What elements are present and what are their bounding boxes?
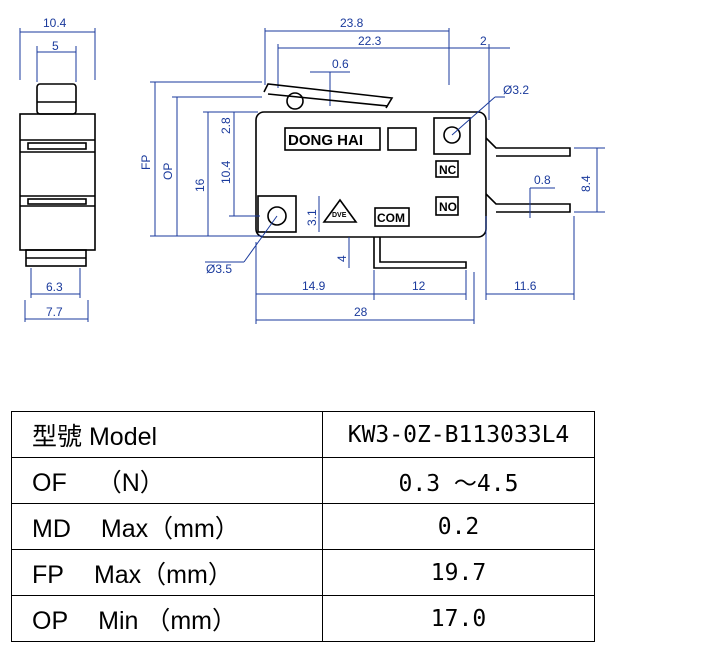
dim-10-4: 10.4 xyxy=(219,160,233,184)
dim-dia-3-2: Ø3.2 xyxy=(503,83,529,97)
fp-label: FP xyxy=(139,155,153,170)
dim-28: 28 xyxy=(354,305,368,319)
table-row: FP Max（mm） 19.7 xyxy=(11,549,595,596)
dim-10-4-top: 10.4 xyxy=(43,16,67,30)
spec-label-cell: OF （N） xyxy=(11,457,323,504)
com-label: COM xyxy=(377,211,405,225)
dim-2-8: 2.8 xyxy=(219,117,233,134)
front-view: 23.8 22.3 2 0.6 DONG HAI NC NO COM D xyxy=(139,16,605,324)
dim-4: 4 xyxy=(335,255,349,262)
side-view: 10.4 5 6.3 7.7 xyxy=(19,16,96,322)
dim-12: 12 xyxy=(412,279,426,293)
dim-14-9: 14.9 xyxy=(302,279,326,293)
dim-7-7: 7.7 xyxy=(46,305,63,319)
spec-label-main: OF xyxy=(32,468,67,497)
dim-0-6: 0.6 xyxy=(332,57,349,71)
dim-dia-3-5: Ø3.5 xyxy=(206,262,232,276)
spec-label-unit: Max（mm） xyxy=(93,560,233,589)
spec-label-unit: Min （mm） xyxy=(98,606,238,635)
spec-label-cell: OP Min （mm） xyxy=(11,595,323,642)
spec-label-unit: （N） xyxy=(96,468,165,497)
dim-3-1: 3.1 xyxy=(305,209,319,226)
spec-label-unit: Model xyxy=(88,422,158,451)
table-row: MD Max（mm） 0.2 xyxy=(11,503,595,550)
dim-22-3: 22.3 xyxy=(358,34,382,48)
spec-label-main: FP xyxy=(32,560,64,589)
spec-label-cell: MD Max（mm） xyxy=(11,503,323,550)
table-row: 型號 Model KW3-0Z-B113033L4 xyxy=(11,411,595,458)
logo-mark: DVE xyxy=(332,212,347,219)
nc-label: NC xyxy=(439,163,457,177)
dim-11-6: 11.6 xyxy=(514,279,537,293)
spec-label-cell: 型號 Model xyxy=(11,411,323,458)
spec-label-main: 型號 xyxy=(32,422,83,451)
dim-6-3: 6.3 xyxy=(46,280,63,294)
table-row: OP Min （mm） 17.0 xyxy=(11,595,595,642)
switch-drawing: 10.4 5 6.3 7.7 23.8 xyxy=(19,16,605,324)
spec-value-op: 17.0 xyxy=(322,595,595,642)
spec-label-unit: Max（mm） xyxy=(100,514,240,543)
brand-label: DONG HAI xyxy=(288,132,363,149)
dim-0-8: 0.8 xyxy=(534,173,551,187)
spec-value-of: 0.3 ～4.5 xyxy=(322,457,595,504)
spec-label-main: MD xyxy=(32,514,71,543)
dim-23-8: 23.8 xyxy=(340,16,364,30)
dim-5: 5 xyxy=(52,39,59,53)
spec-value-md: 0.2 xyxy=(322,503,595,550)
dim-16: 16 xyxy=(193,178,207,192)
spec-value-model: KW3-0Z-B113033L4 xyxy=(322,411,595,458)
spec-value-fp: 19.7 xyxy=(322,549,595,596)
dim-8-4: 8.4 xyxy=(579,175,593,192)
spec-table: 型號 Model KW3-0Z-B113033L4 OF （N） 0.3 ～4.5… xyxy=(11,411,595,642)
dim-2: 2 xyxy=(480,34,487,48)
op-label: OP xyxy=(161,163,175,180)
no-label: NO xyxy=(439,200,457,214)
table-row: OF （N） 0.3 ～4.5 xyxy=(11,457,595,504)
spec-label-cell: FP Max（mm） xyxy=(11,549,323,596)
spec-label-main: OP xyxy=(32,606,69,635)
